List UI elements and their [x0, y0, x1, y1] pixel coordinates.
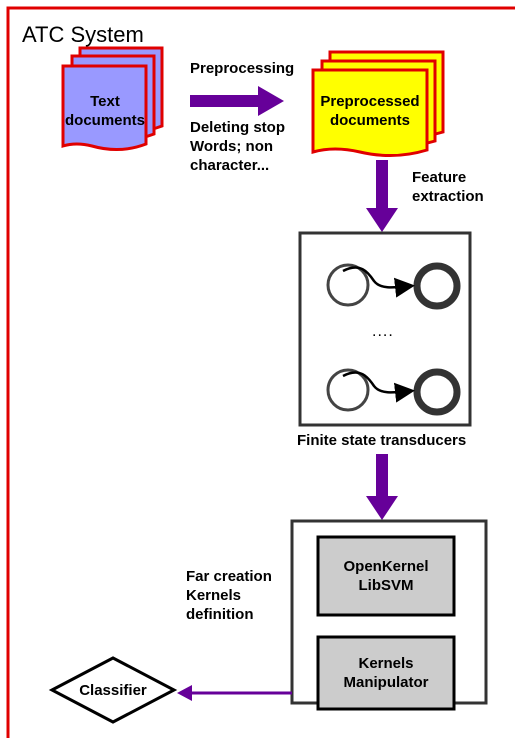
deleting-line1: Deleting stop — [190, 119, 286, 136]
openkernel-line1: OpenKernel — [343, 558, 429, 575]
openkernel-box — [316, 535, 456, 617]
kernels-manipulator-box — [316, 635, 456, 711]
kernels-manipulator-line2: Manipulator — [343, 674, 429, 691]
far-creation-line3: definition — [186, 606, 254, 623]
feature-extraction-label: Feature extraction — [412, 168, 484, 206]
classifier-diamond — [48, 656, 178, 724]
preprocessed-documents-label: Preprocessed documents — [313, 92, 427, 130]
classifier-label: Classifier — [79, 682, 147, 699]
preprocessed-documents-node — [311, 50, 445, 158]
fst-automaton-bottom — [326, 368, 461, 416]
fst-caption: Finite state transducers — [297, 432, 467, 449]
far-creation-label: Far creation Kernels definition — [186, 567, 272, 624]
openkernel-label: OpenKernel LibSVM — [318, 557, 454, 595]
kernels-manipulator-label: Kernels Manipulator — [318, 654, 454, 692]
feature-extraction-line2: extraction — [412, 188, 484, 205]
text-documents-line2: documents — [65, 112, 146, 129]
preprocessing-arrow — [190, 86, 284, 116]
deleting-line2: Words; non — [190, 138, 274, 155]
far-creation-line2: Kernels — [186, 587, 242, 604]
openkernel-line2: LibSVM — [358, 577, 414, 594]
feature-extraction-line1: Feature — [412, 169, 467, 186]
text-documents-label: Text documents — [65, 92, 145, 130]
fst-to-kernels-arrow — [366, 454, 398, 520]
system-frame — [6, 6, 515, 738]
preprocessing-label: Preprocessing — [190, 60, 295, 77]
fst-ellipsis: .... — [372, 323, 394, 340]
kernels-manipulator-line1: Kernels — [358, 655, 414, 672]
feature-extraction-arrow — [366, 160, 398, 232]
deleting-line3: character... — [190, 157, 270, 174]
text-documents-node — [61, 46, 164, 151]
preprocessed-documents-line1: Preprocessed — [320, 93, 420, 110]
text-documents-line1: Text — [90, 93, 120, 110]
fst-automaton-top — [326, 262, 461, 310]
deleting-label: Deleting stop Words; non character... — [190, 118, 285, 175]
far-creation-line1: Far creation — [186, 568, 272, 585]
preprocessed-documents-line2: documents — [329, 112, 410, 129]
to-classifier-arrowhead — [177, 685, 192, 701]
diagram-title: ATC System — [22, 22, 144, 47]
